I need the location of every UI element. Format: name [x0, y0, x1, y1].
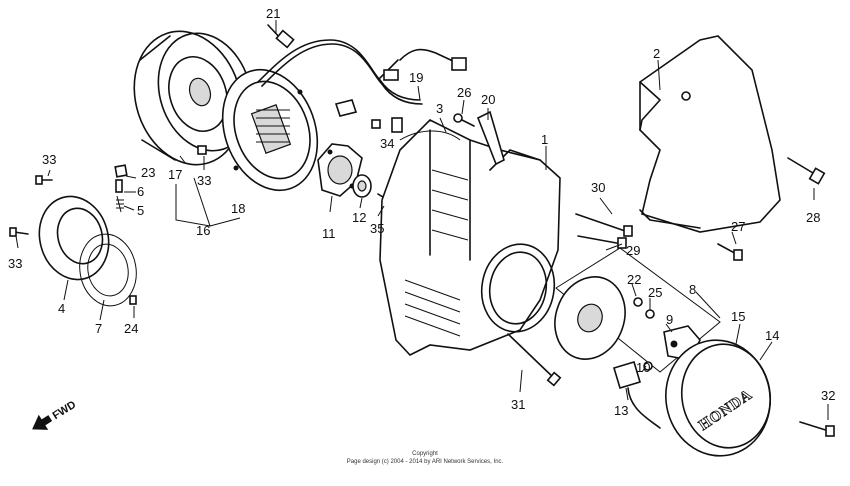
callout-32: 32 [821, 388, 835, 403]
callout-6: 6 [137, 184, 144, 199]
callout-3: 3 [436, 101, 443, 116]
clips-drawing [334, 99, 403, 133]
long-bolts-drawing [507, 333, 835, 437]
part-number-labels: 1 2 3 4 5 6 7 8 9 10 11 12 13 14 15 16 1… [8, 6, 835, 418]
callout-12: 12 [352, 210, 366, 225]
stator-drawing [221, 68, 319, 192]
callout-5: 5 [137, 203, 144, 218]
callout-34: 34 [380, 136, 394, 151]
copyright-line-2: Page design (c) 2004 - 2014 by ARI Netwo… [346, 459, 504, 465]
bearing-12-drawing [352, 174, 372, 198]
callout-21: 21 [266, 6, 280, 21]
forward-direction-indicator: FWD [32, 399, 79, 430]
gasket-3-drawing [399, 130, 461, 141]
callout-19: 19 [409, 70, 423, 85]
leader-lines [15, 20, 829, 420]
callout-28: 28 [806, 210, 820, 225]
bracket-20-drawing [453, 110, 505, 166]
copyright-line-1: Copyright [412, 451, 438, 457]
stator-plate-8-drawing [554, 247, 721, 373]
outer-cover-14-drawing: HONDA [665, 339, 772, 457]
callout-24: 24 [124, 321, 138, 336]
callout-4: 4 [58, 301, 65, 316]
side-bolts-drawing [575, 157, 826, 261]
callout-16: 16 [196, 223, 210, 238]
fwd-label: FWD [51, 399, 79, 422]
forward-arrow-icon [32, 414, 53, 430]
pulse-generator-drawing [317, 143, 363, 197]
callout-14: 14 [765, 328, 779, 343]
callout-11: 11 [322, 226, 336, 241]
callout-33-left: 33 [8, 256, 22, 271]
callout-23: 23 [141, 165, 155, 180]
callout-18: 18 [231, 201, 245, 216]
callout-35: 35 [370, 221, 384, 236]
callout-25: 25 [648, 285, 662, 300]
callout-27: 27 [731, 219, 745, 234]
cover-2-drawing [639, 35, 781, 233]
callout-13: 13 [614, 403, 628, 418]
callout-2: 2 [653, 46, 660, 61]
callout-15: 15 [731, 309, 745, 324]
callout-9: 9 [666, 312, 673, 327]
crankcase-cover-drawing [379, 119, 561, 356]
callout-1: 1 [541, 132, 548, 147]
callout-26: 26 [457, 85, 471, 100]
callout-8: 8 [689, 282, 696, 297]
wire-harness-drawing [257, 39, 467, 105]
callout-20: 20 [481, 92, 495, 107]
callout-31: 31 [511, 397, 525, 412]
left-components-drawing [9, 145, 207, 307]
callout-17: 17 [168, 167, 182, 182]
callout-22: 22 [627, 272, 641, 287]
callout-29: 29 [626, 243, 640, 258]
callout-33-top: 33 [42, 152, 56, 167]
callout-30: 30 [591, 180, 605, 195]
callout-33-center: 33 [197, 173, 211, 188]
callout-10: 10 [636, 360, 650, 375]
callout-7: 7 [95, 321, 102, 336]
bolt-21-drawing [267, 24, 295, 49]
